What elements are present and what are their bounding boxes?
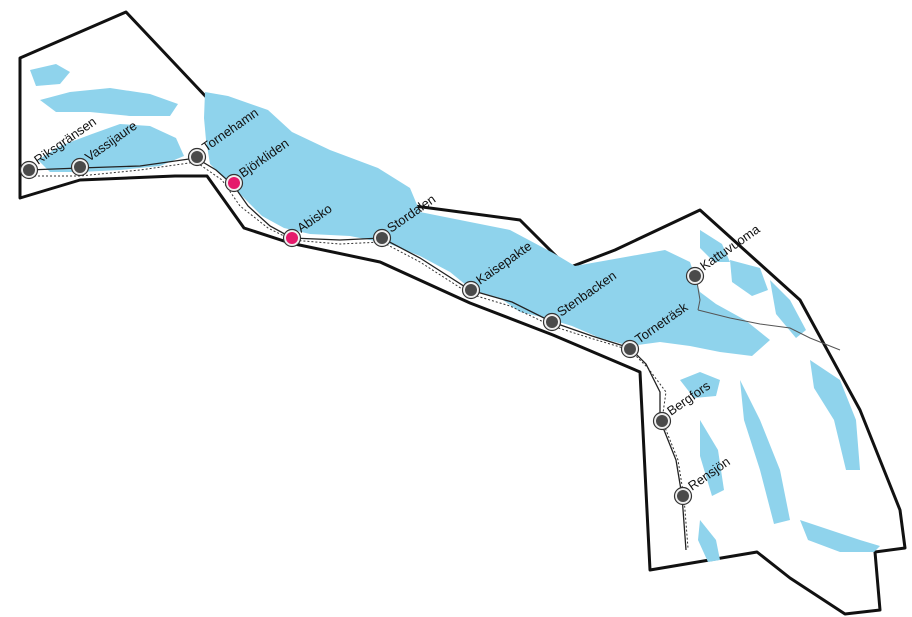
station-marker [465, 284, 477, 296]
lake-small-west [40, 88, 178, 116]
lake-east-2 [740, 380, 790, 524]
station-marker-highlight [286, 232, 298, 244]
railway-line [27, 157, 687, 551]
station-marker [546, 316, 558, 328]
station-marker [74, 161, 86, 173]
lake-east-1 [770, 280, 806, 338]
lake-tornetrask [204, 92, 770, 356]
station-marker [376, 232, 388, 244]
lake-east-3 [700, 420, 724, 496]
station-marker [191, 151, 203, 163]
trail [30, 161, 689, 549]
station-marker [624, 343, 636, 355]
lake-east-4 [810, 360, 860, 470]
lake-northwest [30, 64, 70, 86]
lake-south-1 [800, 520, 880, 552]
station-marker [656, 415, 668, 427]
road-east [697, 309, 841, 351]
lake-south-2 [698, 520, 720, 562]
lake-east-5 [680, 372, 720, 398]
lake-east-6 [730, 260, 768, 296]
station-marker-highlight [228, 177, 240, 189]
station-marker [23, 164, 35, 176]
station-marker [677, 490, 689, 502]
water-bodies [30, 64, 880, 562]
lake-north-east [700, 230, 730, 262]
station-marker [689, 270, 701, 282]
